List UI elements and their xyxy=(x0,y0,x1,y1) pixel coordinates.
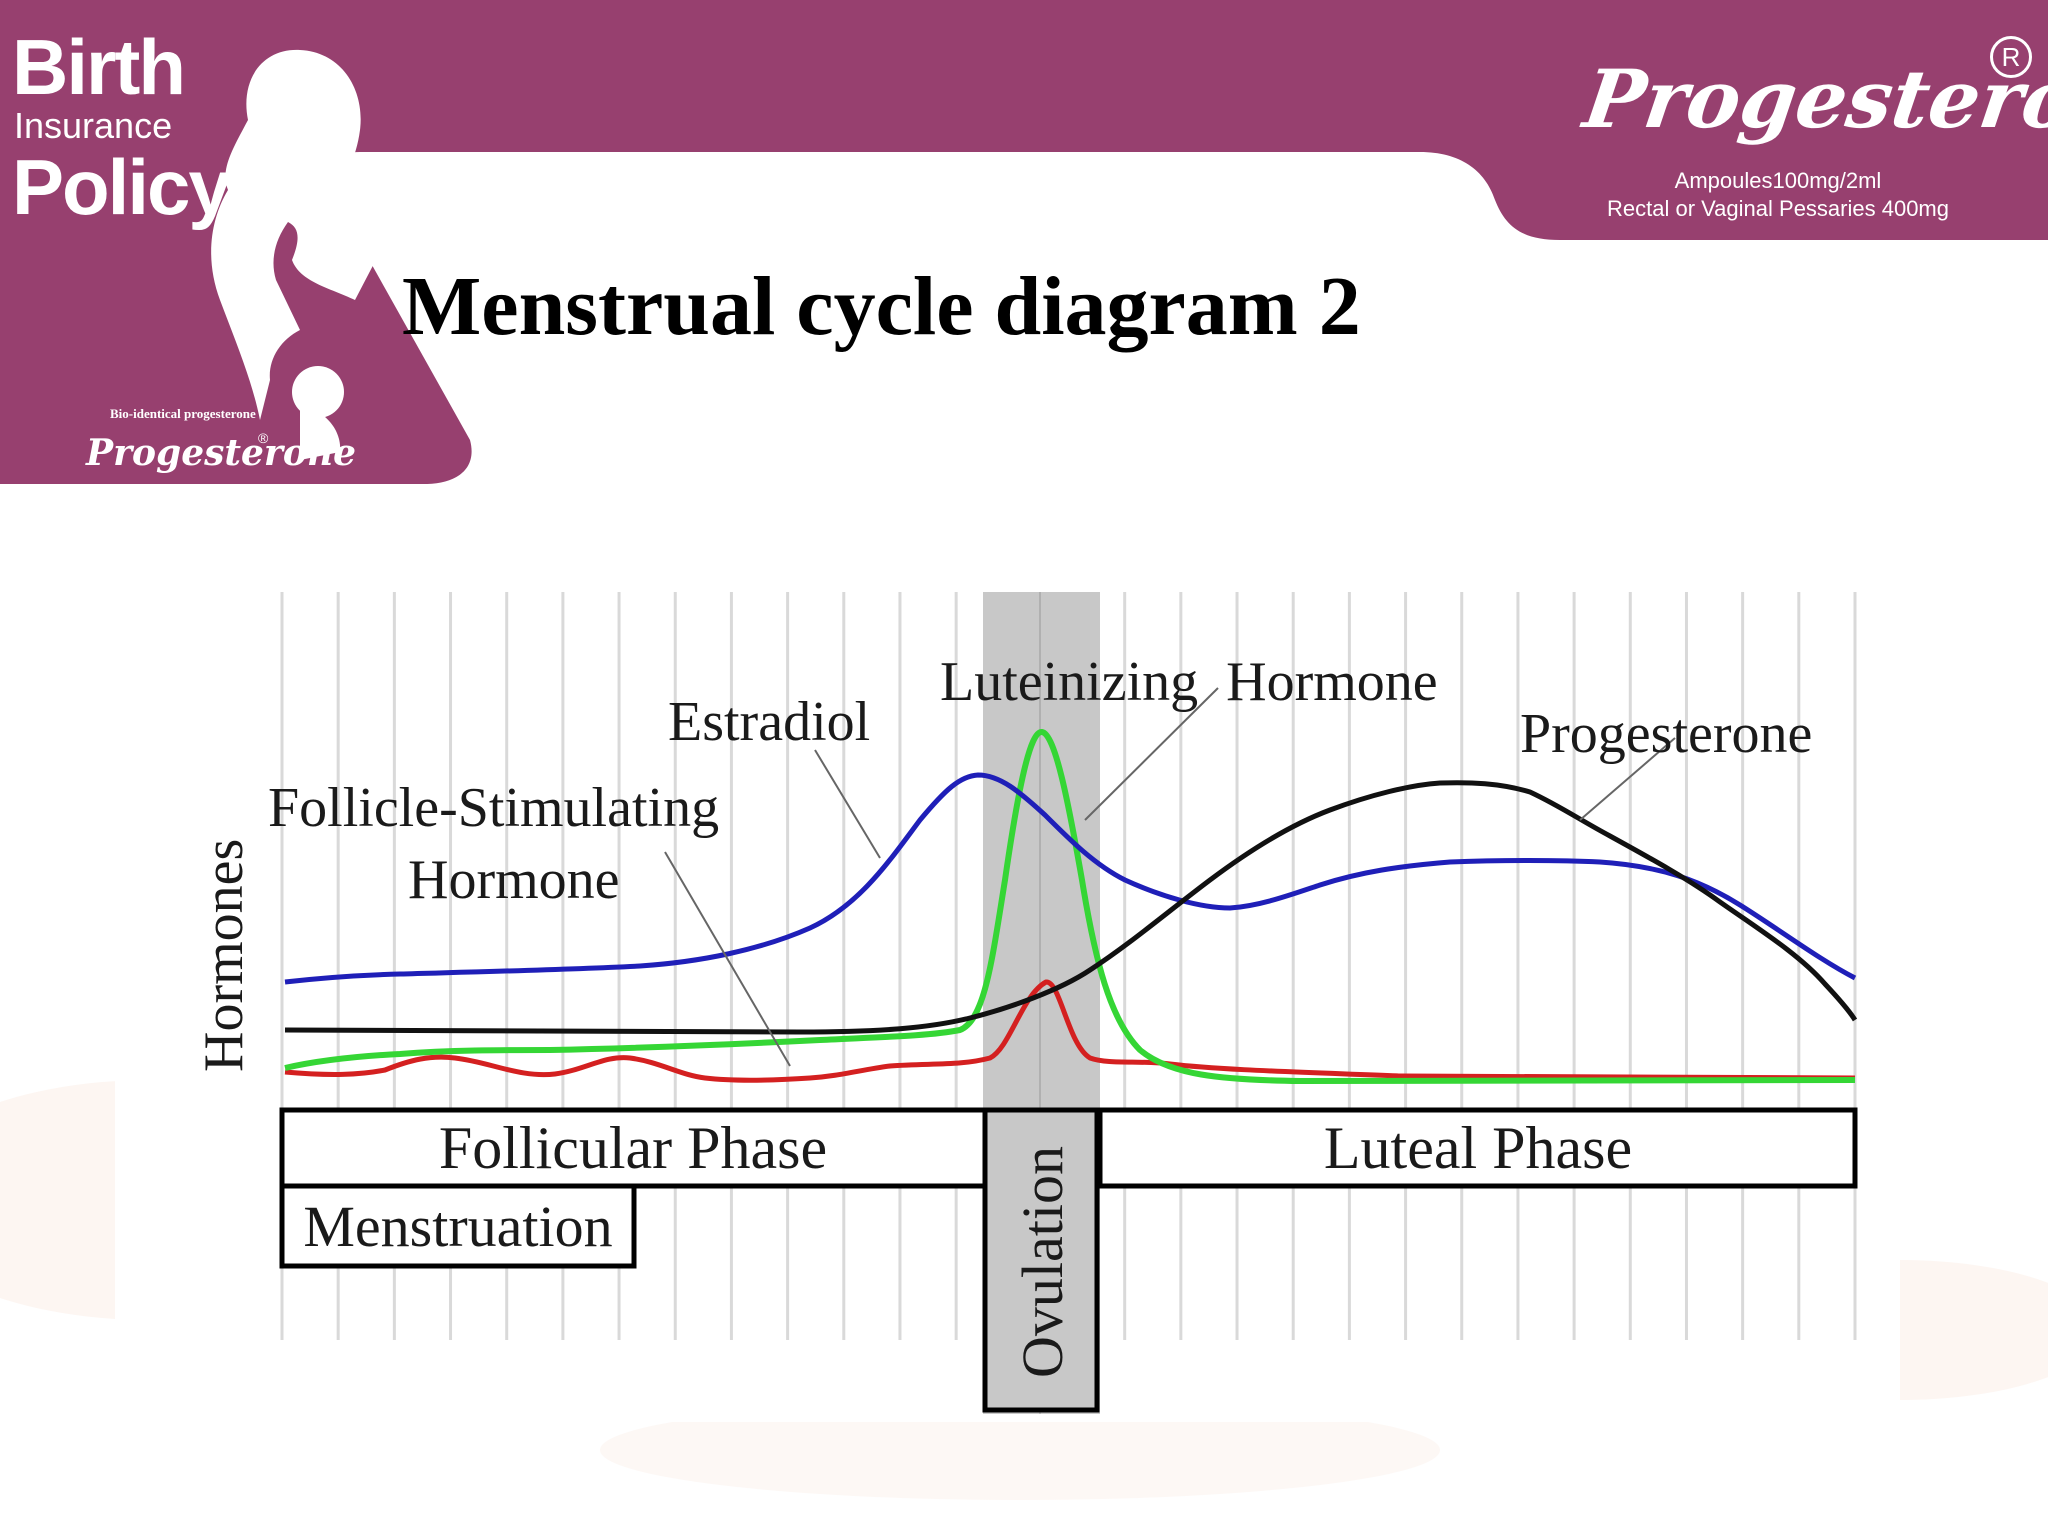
label-ovulation: Ovulation xyxy=(1010,1146,1075,1378)
product-dosage-pessaries: Rectal or Vaginal Pessaries 400mg xyxy=(1607,196,1949,221)
luteal-phase-box xyxy=(1097,1107,1858,1189)
leader-lines xyxy=(664,687,1676,1067)
label-luteal-phase: Luteal Phase xyxy=(1324,1115,1632,1181)
curve-fsh xyxy=(284,979,1856,1083)
follicular-phase-box xyxy=(279,1107,988,1189)
curve-progesterone xyxy=(284,780,1858,1035)
brand-logo: Birth Insurance Policy xyxy=(12,23,232,231)
brand-word-insurance: Insurance xyxy=(14,105,173,146)
label-luteinizing-hormone: Luteinizing Hormone xyxy=(940,651,1438,713)
logo-registered-mark: ® xyxy=(258,430,269,446)
label-fsh-line1: Follicle-Stimulating xyxy=(268,777,719,839)
ovulation-box xyxy=(982,1107,1100,1413)
logo-product-script: Progesterone xyxy=(86,432,356,474)
label-follicular-phase: Follicular Phase xyxy=(439,1115,827,1181)
mother-silhouette-icon xyxy=(211,49,382,460)
phase-bars: Follicular Phase Luteal Phase Menstruati… xyxy=(279,1107,1858,1413)
label-menstruation: Menstruation xyxy=(303,1194,612,1259)
brand-word-policy: Policy xyxy=(12,143,232,231)
label-estradiol: Estradiol xyxy=(668,691,870,753)
y-axis-label: Hormones xyxy=(193,839,255,1072)
brand-word-birth: Birth xyxy=(12,23,186,111)
grid-lines xyxy=(280,592,1857,1340)
label-fsh-line2: Hormone xyxy=(408,849,620,911)
product-dosage-ampoules: Ampoules100mg/2ml xyxy=(1674,168,1882,193)
label-progesterone: Progesterone xyxy=(1520,703,1812,765)
header-band xyxy=(0,0,2048,484)
product-registered-mark: R xyxy=(1990,36,2032,78)
menstruation-box xyxy=(279,1183,637,1269)
curve-estradiol xyxy=(284,772,1857,985)
logo-tagline: Bio-identical progesterone xyxy=(110,406,256,421)
slide-title: Menstrual cycle diagram 2 xyxy=(402,260,1361,353)
